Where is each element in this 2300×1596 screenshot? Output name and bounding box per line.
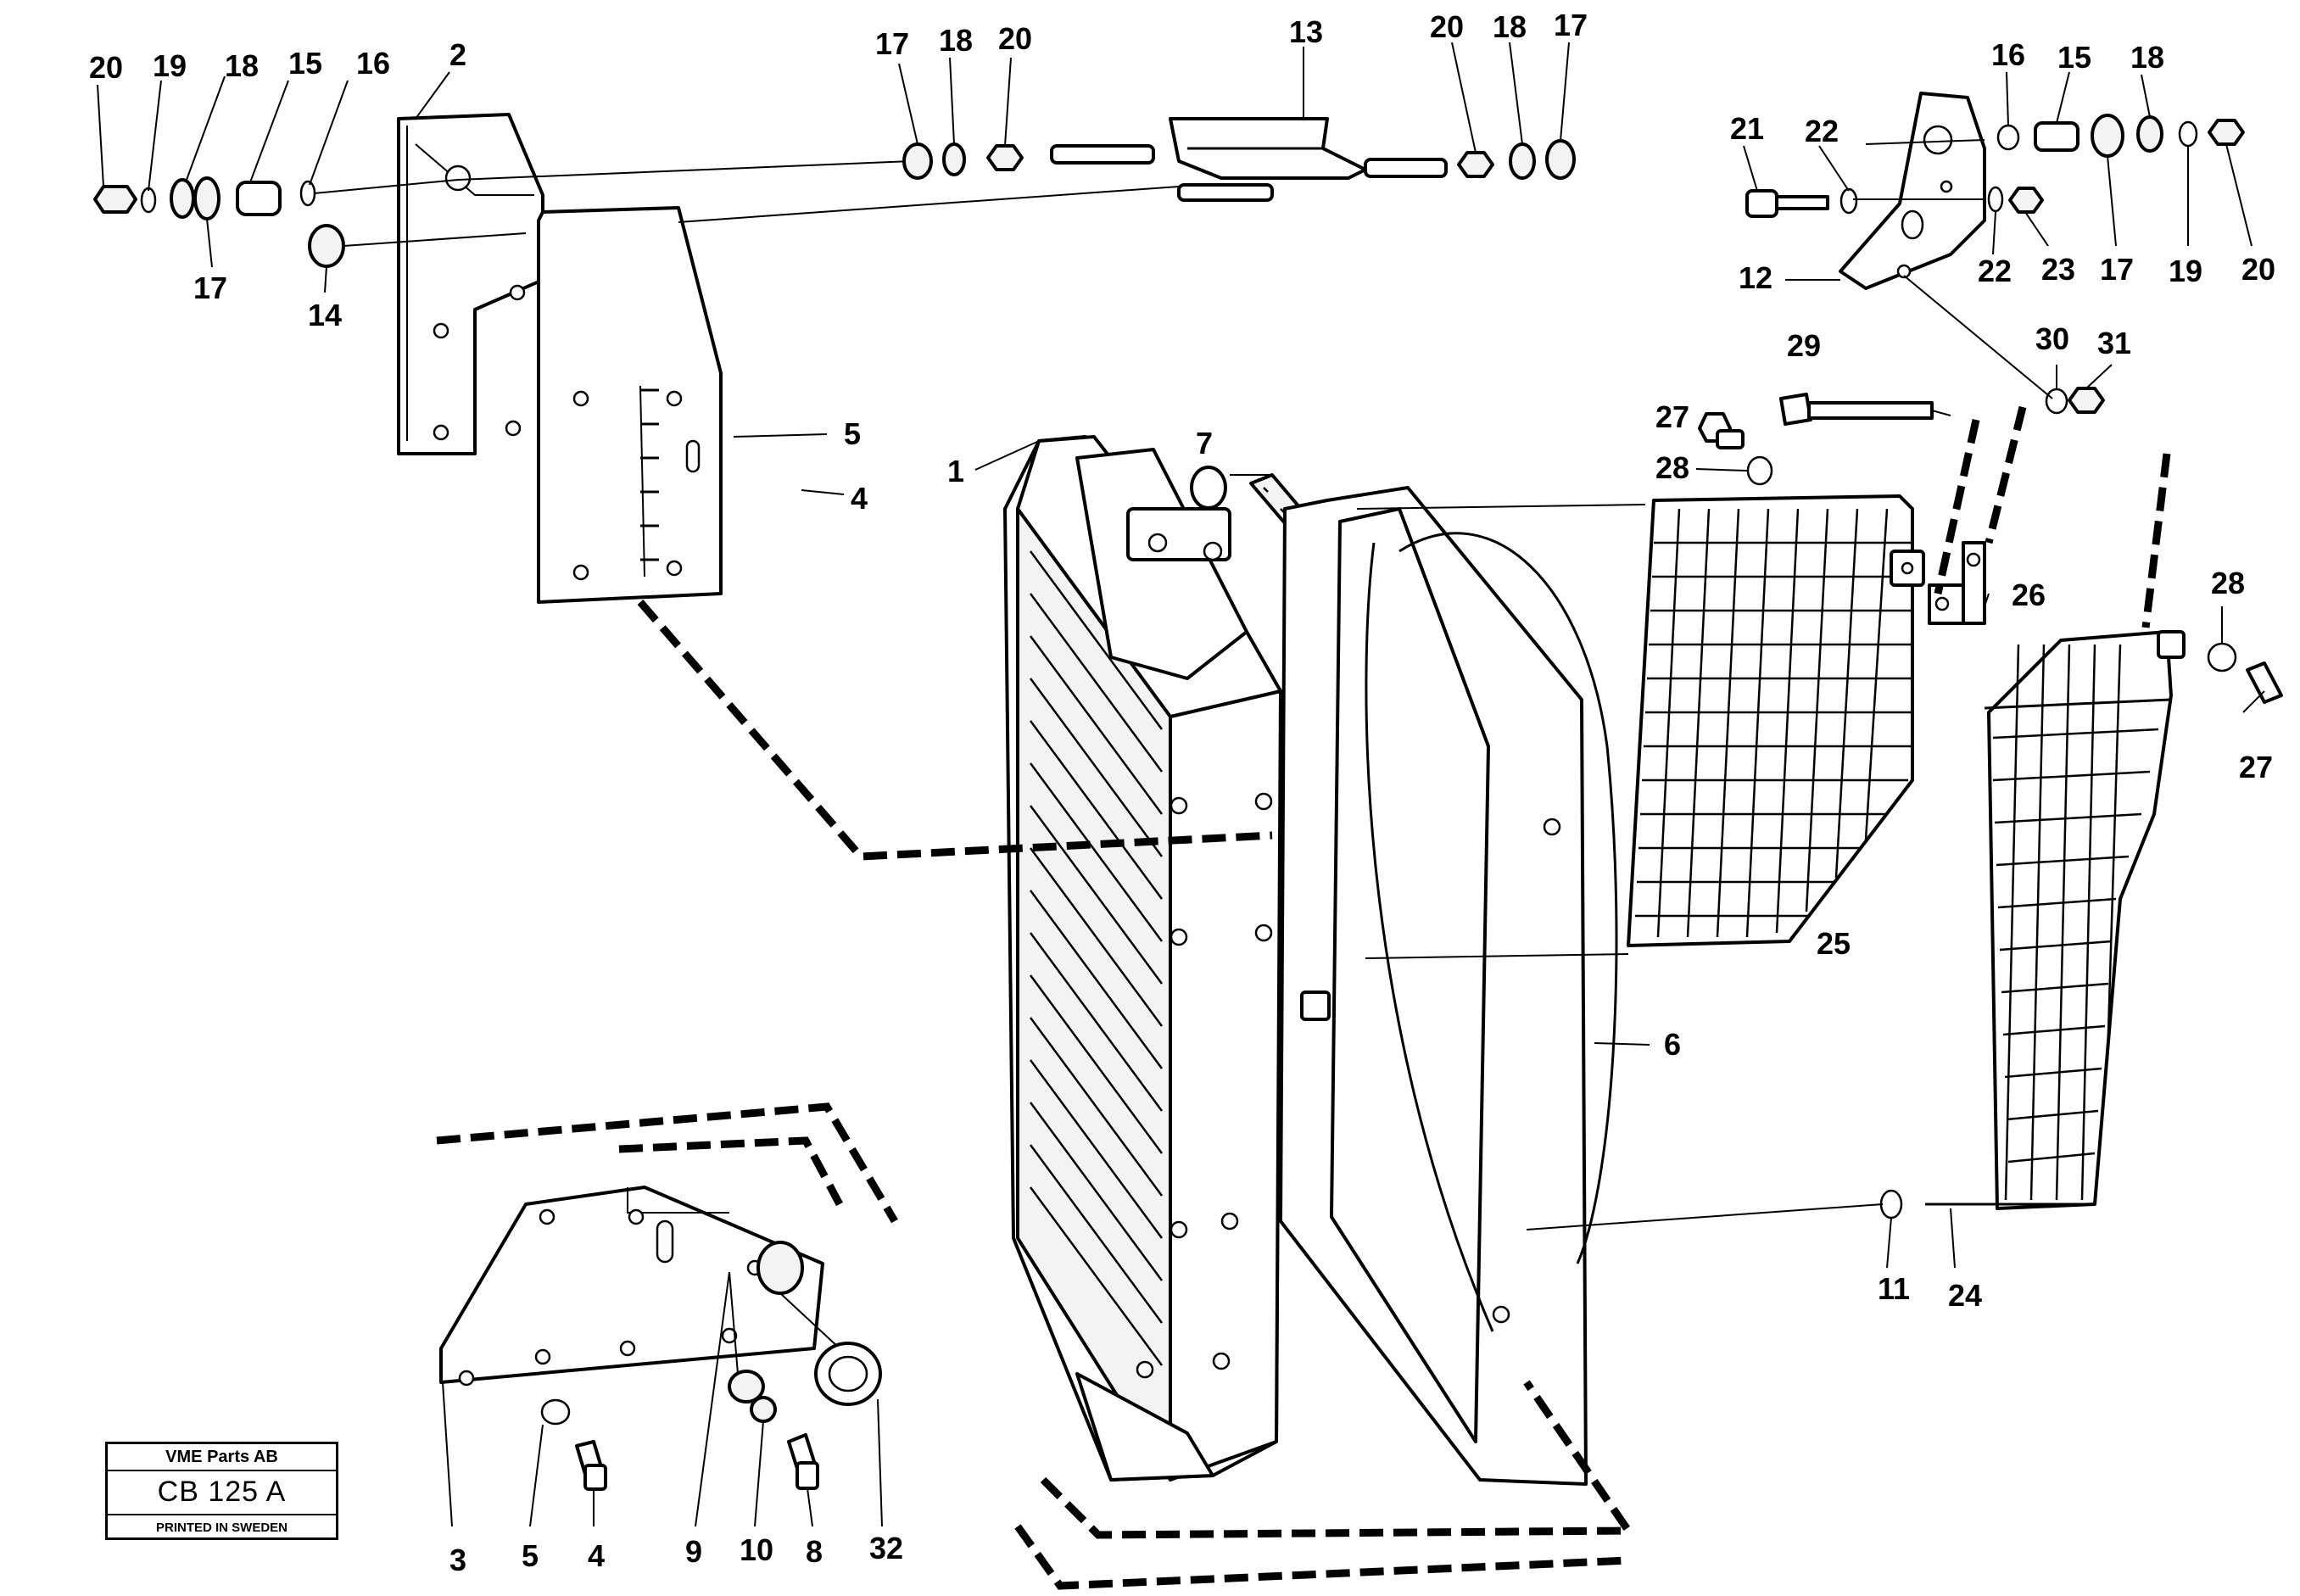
bracket-26 xyxy=(1928,541,1986,625)
callout-22: 22 xyxy=(1804,114,1839,148)
callout-1: 1 xyxy=(946,454,965,488)
callout-20: 20 xyxy=(1429,9,1465,44)
callout-16: 16 xyxy=(1990,37,2026,72)
lower-fasteners xyxy=(540,1342,882,1491)
bracket-3 xyxy=(439,1186,840,1387)
callout-32: 32 xyxy=(868,1531,904,1565)
callout-2: 2 xyxy=(449,37,467,72)
bracket-plate xyxy=(537,206,723,604)
callout-3: 3 xyxy=(449,1543,467,1577)
upper-left-fasteners xyxy=(93,176,527,268)
callout-20: 20 xyxy=(997,21,1033,56)
washer-11 xyxy=(1356,504,1903,1230)
drawing-code: CB 125 A xyxy=(108,1470,336,1515)
callout-24: 24 xyxy=(1947,1278,1983,1313)
callout-11: 11 xyxy=(1877,1271,1911,1306)
callout-23: 23 xyxy=(2040,252,2076,287)
callout-28: 28 xyxy=(1655,450,1690,485)
leader-lines xyxy=(97,42,2265,1527)
bolt-27-upper xyxy=(1698,412,1773,486)
bracket-12 xyxy=(1745,92,2245,290)
callout-18: 18 xyxy=(938,23,974,58)
callout-17: 17 xyxy=(1553,8,1588,42)
callout-5: 5 xyxy=(843,416,862,451)
callout-10: 10 xyxy=(739,1532,774,1567)
callout-5: 5 xyxy=(521,1538,539,1573)
callout-13: 13 xyxy=(1288,14,1324,49)
callout-12: 12 xyxy=(1738,260,1773,295)
callout-19: 19 xyxy=(2168,254,2203,288)
callout-4: 4 xyxy=(587,1538,606,1573)
callout-17: 17 xyxy=(2099,252,2135,287)
callout-14: 14 xyxy=(307,298,343,332)
callout-29: 29 xyxy=(1786,328,1822,363)
callout-18: 18 xyxy=(2130,40,2165,75)
rod-assembly-13 xyxy=(457,117,1576,223)
callout-20: 20 xyxy=(2241,252,2276,287)
callout-25: 25 xyxy=(1816,926,1851,961)
callout-22: 22 xyxy=(1977,254,2012,288)
callout-27: 27 xyxy=(2238,750,2274,784)
guard-grille-25 xyxy=(1627,494,1925,947)
fan-shroud-6 xyxy=(1279,486,1618,1486)
callout-30: 30 xyxy=(2035,321,2070,356)
callout-21: 21 xyxy=(1729,111,1765,146)
callout-8: 8 xyxy=(805,1534,823,1569)
callout-7: 7 xyxy=(1195,426,1214,460)
callout-4: 4 xyxy=(850,481,868,516)
callout-17: 17 xyxy=(874,26,910,61)
callout-18: 18 xyxy=(1492,9,1527,44)
guard-grille-24 xyxy=(1925,630,2283,1210)
callout-26: 26 xyxy=(2011,578,2046,612)
callout-15: 15 xyxy=(288,46,323,81)
assembly-dashed-lines xyxy=(436,405,2171,1590)
callout-28: 28 xyxy=(2210,566,2246,600)
bracket-2 xyxy=(397,113,544,455)
bolt-29-assembly xyxy=(1779,275,2105,426)
callout-31: 31 xyxy=(2096,326,2132,360)
callout-9: 9 xyxy=(684,1534,703,1569)
callout-19: 19 xyxy=(152,48,187,83)
callout-20: 20 xyxy=(88,50,124,85)
company-name: VME Parts AB xyxy=(108,1444,336,1471)
title-block: VME Parts AB CB 125 A PRINTED IN SWEDEN xyxy=(105,1442,338,1540)
callout-15: 15 xyxy=(2057,40,2092,75)
printed-note: PRINTED IN SWEDEN xyxy=(155,1521,288,1535)
radiator-1 xyxy=(1003,435,1282,1482)
callout-18: 18 xyxy=(224,48,260,83)
callout-17: 17 xyxy=(193,271,228,305)
callout-27: 27 xyxy=(1655,399,1690,434)
callout-6: 6 xyxy=(1663,1027,1682,1062)
callout-16: 16 xyxy=(355,46,391,81)
